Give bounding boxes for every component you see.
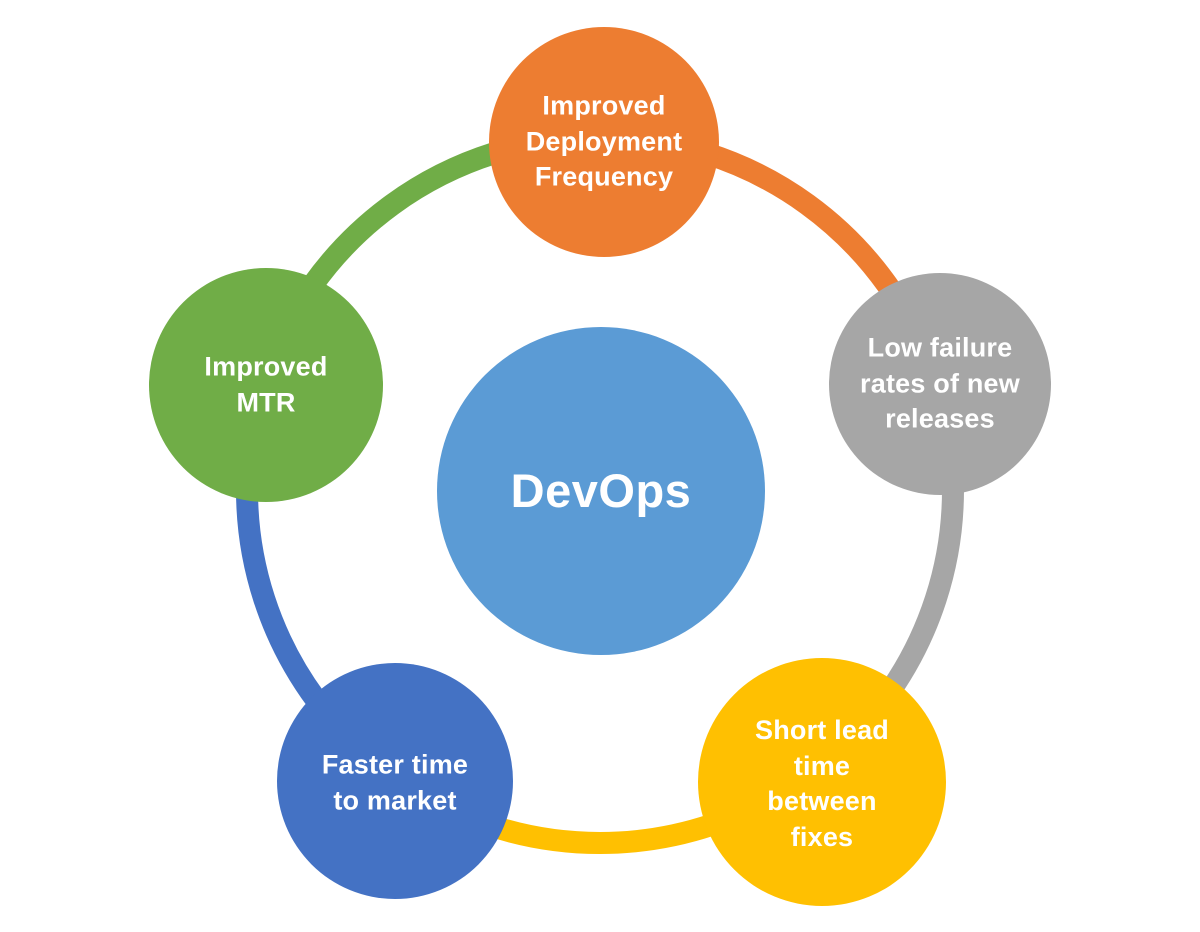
center-circle-devops [437,327,765,655]
node-label-improved-deployment-frequency: Improved Deployment Frequency [525,90,683,192]
node-circle-improved-mtr [149,268,383,502]
node-label-short-lead-time: Short lead time between fixes [754,714,890,852]
node-label-low-failure-rates: Low failure rates of new releases [860,332,1020,434]
node-label-improved-mtr: Improved MTR [204,351,328,417]
node-circle-low-failure-rates [829,273,1051,495]
node-circle-improved-deployment-frequency [489,27,719,257]
node-circle-faster-time-to-market [277,663,513,899]
node-circle-short-lead-time [698,658,946,906]
node-label-faster-time-to-market: Faster time to market [321,749,469,815]
center-label-devops: DevOps [510,464,692,518]
